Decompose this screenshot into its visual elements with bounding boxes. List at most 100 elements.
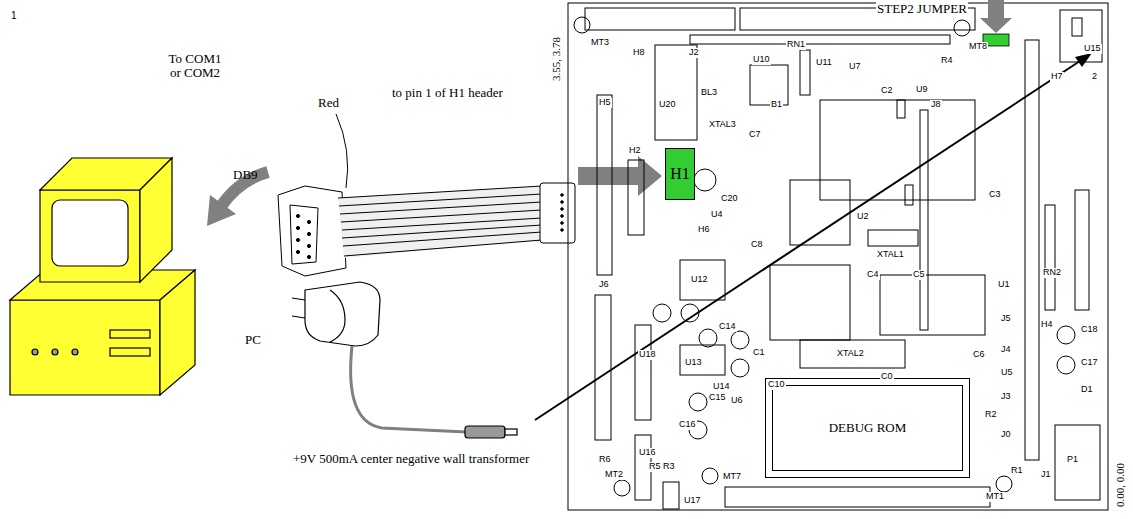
- part-designator: C10: [767, 380, 786, 390]
- circuit-board: [702, 468, 718, 484]
- pc-drawing: [140, 158, 172, 282]
- circuit-board: [800, 340, 905, 368]
- part-designator: H5: [598, 98, 612, 108]
- db9-connector: [307, 244, 310, 247]
- part-designator: R2: [984, 410, 998, 420]
- part-designator: H7: [1050, 72, 1064, 82]
- part-designator: U16: [638, 448, 657, 458]
- circuit-board: [568, 3, 1108, 510]
- db9-connector: [307, 232, 310, 235]
- part-designator: U1: [997, 280, 1011, 290]
- part-designator: MT3: [590, 38, 610, 48]
- ribbon-cable: [561, 222, 564, 225]
- debug-rom-chip: DEBUG ROM: [765, 378, 970, 478]
- db9-connector: [307, 255, 310, 258]
- circuit-board: [689, 393, 707, 411]
- header-h1: H1: [665, 148, 695, 200]
- part-designator: C5: [912, 270, 926, 280]
- ribbon-cable: [561, 229, 564, 232]
- circuit-board: [694, 169, 716, 191]
- db9-connector: [296, 226, 299, 229]
- pc-drawing: [32, 349, 38, 355]
- wall-transformer: [351, 346, 466, 432]
- pc-drawing: [110, 348, 150, 356]
- part-designator: B1: [770, 100, 783, 110]
- part-designator: XTAL2: [836, 349, 865, 359]
- callout-label: to pin 1 of H1 header: [392, 86, 503, 100]
- circuit-board: [868, 230, 918, 246]
- pc-drawing: [52, 349, 58, 355]
- part-designator: 2: [1091, 72, 1098, 82]
- part-designator: H8: [632, 48, 646, 58]
- ribbon-cable: [343, 232, 542, 246]
- part-designator: RN2: [1042, 268, 1062, 278]
- part-designator: U18: [638, 350, 657, 360]
- part-designator: U20: [658, 100, 677, 110]
- circuit-board: [790, 180, 850, 245]
- part-designator: C8: [750, 240, 764, 250]
- part-designator: J5: [1000, 314, 1012, 324]
- ribbon-cable: [342, 218, 542, 230]
- circuit-board: [653, 304, 671, 322]
- part-designator: MT1: [985, 492, 1005, 502]
- part-designator: J6: [598, 280, 610, 290]
- circuit-board: [1055, 425, 1100, 500]
- circuit-board: [680, 345, 725, 375]
- circuit-board: [614, 480, 630, 496]
- circuit-board: [1072, 18, 1082, 36]
- circuit-board: [1057, 326, 1075, 344]
- callout-label: Red: [318, 96, 339, 110]
- db9-connector: [278, 186, 346, 276]
- wall-transformer: [292, 282, 517, 438]
- part-designator: C6: [972, 350, 986, 360]
- ribbon-cable: [540, 183, 575, 243]
- circuit-board: [1057, 356, 1075, 374]
- part-designator: MT8: [968, 42, 988, 52]
- circuit-board: [905, 185, 913, 205]
- callout-label: STEP2 JUMPER: [876, 2, 968, 16]
- part-designator: J1: [1040, 470, 1052, 480]
- power-arrow: [535, 61, 1080, 420]
- circuit-board: [1045, 205, 1055, 310]
- part-designator: MT2: [604, 470, 624, 480]
- part-designator: U4: [710, 210, 724, 220]
- part-designator: RN1: [786, 40, 806, 50]
- circuit-board: [880, 275, 985, 335]
- pc-drawing: [110, 330, 150, 338]
- pc-drawing: [52, 200, 128, 266]
- part-designator: XTAL1: [876, 250, 905, 260]
- part-designator: U9: [915, 85, 929, 95]
- circuit-board: [770, 265, 850, 340]
- circuit-board: [628, 160, 644, 235]
- circuit-board: [800, 50, 810, 95]
- part-designator: U15: [1083, 44, 1102, 54]
- pc-drawing: [10, 158, 195, 395]
- part-designator: C3: [988, 190, 1002, 200]
- part-designator: C2: [880, 86, 894, 96]
- circuit-board: [1075, 190, 1089, 310]
- db9-connector: [296, 238, 299, 241]
- callout-label: +9V 500mA center negative wall transform…: [292, 452, 530, 466]
- db9-connector: [290, 205, 318, 264]
- part-designator: C0: [880, 372, 894, 382]
- wall-transformer: [292, 316, 305, 318]
- part-designator: C17: [1080, 358, 1099, 368]
- part-designator: J3: [1000, 392, 1012, 402]
- part-designator: H6: [697, 225, 711, 235]
- part-designator: R5: [648, 462, 662, 472]
- part-designator: J2: [688, 48, 700, 58]
- part-designator: J8: [930, 100, 942, 110]
- callout-label: DB9: [233, 168, 258, 182]
- part-designator: C4: [866, 270, 880, 280]
- ribbon-cable: [561, 208, 564, 211]
- ribbon-cable: [344, 240, 542, 256]
- ribbon-cable: [338, 183, 575, 258]
- part-designator: C15: [708, 393, 727, 403]
- wall-transformer: [305, 282, 380, 346]
- wall-transformer: [330, 290, 345, 342]
- circuit-board: [680, 260, 725, 300]
- node-text: DEBUG ROM: [829, 420, 907, 436]
- part-designator: U10: [752, 55, 771, 65]
- circuit-board: [690, 35, 950, 44]
- db9-connector: [307, 220, 310, 223]
